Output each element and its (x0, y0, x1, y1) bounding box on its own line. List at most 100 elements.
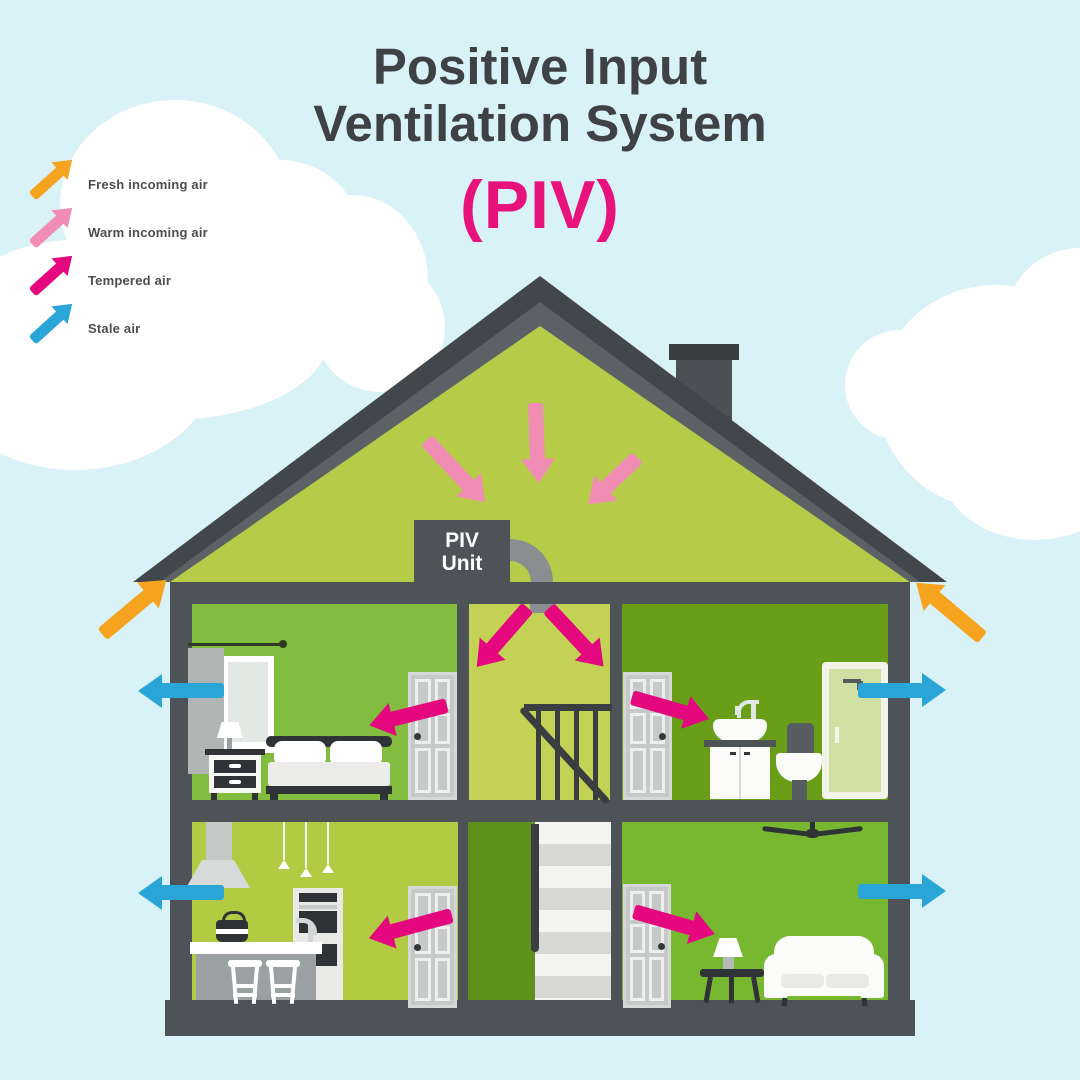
legend-label: Tempered air (88, 272, 172, 288)
extractor-duct (206, 822, 232, 862)
door-panel (415, 747, 431, 793)
legend-item-stale-air: Stale air (24, 294, 284, 352)
stool-seat (266, 960, 300, 967)
stool-crossbar (271, 993, 295, 997)
table-lamp-body (723, 957, 734, 970)
door-panel (630, 747, 646, 793)
shower-head (843, 679, 861, 683)
sofa (764, 934, 884, 1007)
lamp-stem (227, 738, 232, 749)
bed-headrail (266, 736, 392, 747)
loft-floor-slab (170, 582, 910, 604)
stool-crossbar (234, 984, 256, 988)
oven-controls (299, 893, 337, 902)
door-panel (434, 925, 450, 955)
toilet-bowl (776, 753, 822, 782)
legend-label: Stale air (88, 320, 141, 336)
partition (611, 822, 622, 1000)
title: Positive Input Ventilation System (PIV) (230, 38, 850, 244)
partition (458, 822, 468, 1000)
mattress (268, 762, 390, 786)
legend-label: Fresh incoming air (88, 176, 208, 192)
landing-balusters (536, 711, 610, 800)
piv-unit-label-line1: PIV (445, 528, 479, 552)
title-line-1: Positive Input (372, 38, 708, 95)
drawer-handle (229, 764, 241, 768)
living-room-door (623, 884, 671, 1008)
door-panel (434, 713, 450, 744)
side-table-top (700, 969, 764, 977)
door-panel (649, 957, 664, 1001)
pendant-cord (327, 822, 329, 864)
bar-stool (228, 960, 262, 1005)
door-panel (630, 713, 646, 744)
kettle-band (216, 929, 248, 934)
bed-base (266, 786, 392, 794)
bar-stool (266, 960, 300, 1005)
nightstand-leg (252, 793, 258, 800)
island-tap-pipe (308, 924, 313, 942)
bathroom-door (623, 672, 672, 800)
bedroom-door (408, 672, 457, 800)
toilet-base (792, 780, 807, 800)
pillow (330, 741, 382, 766)
island-tap (296, 918, 317, 935)
kitchen-island-top (190, 942, 322, 954)
stool-crossbar (272, 984, 294, 988)
sink-tap-pipe (751, 702, 756, 720)
door-panel (649, 713, 665, 744)
pendant-cord (305, 822, 307, 868)
chimney-cap (669, 344, 739, 360)
door-panel (649, 747, 665, 793)
table-lamp-shade (713, 938, 743, 957)
staircase-handrail (531, 824, 539, 952)
title-line-2: Ventilation System (313, 95, 767, 153)
piv-unit: PIV Unit (414, 520, 510, 584)
landing-rail-top (524, 704, 612, 711)
sofa-cushion (781, 974, 824, 988)
stool-crossbar (233, 993, 257, 997)
ceiling-fan-hub (806, 829, 819, 838)
curtain-rail-finial (279, 640, 287, 648)
oven-handle (299, 905, 337, 909)
sofa-back (774, 936, 874, 972)
door-panel (630, 924, 645, 954)
nightstand-top (205, 749, 265, 755)
pillow (274, 741, 326, 766)
base-slab (165, 1000, 915, 1036)
cabinet-pull (744, 752, 750, 755)
sink-spout (735, 706, 740, 715)
legend-label: Warm incoming air (88, 224, 208, 240)
stairwell-wall (468, 822, 535, 1000)
stool-seat (228, 960, 262, 967)
sink-bowl (713, 719, 767, 742)
staircase (535, 822, 611, 1000)
drawer-handle (229, 780, 241, 784)
door-panel (630, 957, 645, 1001)
partition (610, 604, 622, 800)
kettle (216, 911, 248, 942)
door-panel (434, 747, 450, 793)
legend-item-tempered-air: Tempered air (24, 246, 284, 304)
pendant-shade (300, 868, 312, 877)
pendant-shade (322, 864, 334, 873)
kettle-handle (222, 911, 246, 924)
pendant-shade (278, 860, 290, 869)
legend-item-warm-incoming-air: Warm incoming air (24, 198, 284, 256)
piv-duct-outlet (530, 604, 556, 613)
cabinet-pull (730, 752, 736, 755)
sofa-cushion (826, 974, 869, 988)
door-panel (434, 958, 450, 1001)
ceiling-fan-rod (810, 822, 815, 833)
nightstand (205, 722, 265, 800)
bed (266, 728, 392, 800)
pendant-cord (283, 822, 285, 860)
cabinet-divider (739, 747, 741, 799)
piv-unit-label-line2: Unit (441, 552, 483, 575)
shower-door-handle (835, 727, 839, 743)
nightstand-leg (211, 793, 217, 800)
door-panel (415, 958, 431, 1001)
